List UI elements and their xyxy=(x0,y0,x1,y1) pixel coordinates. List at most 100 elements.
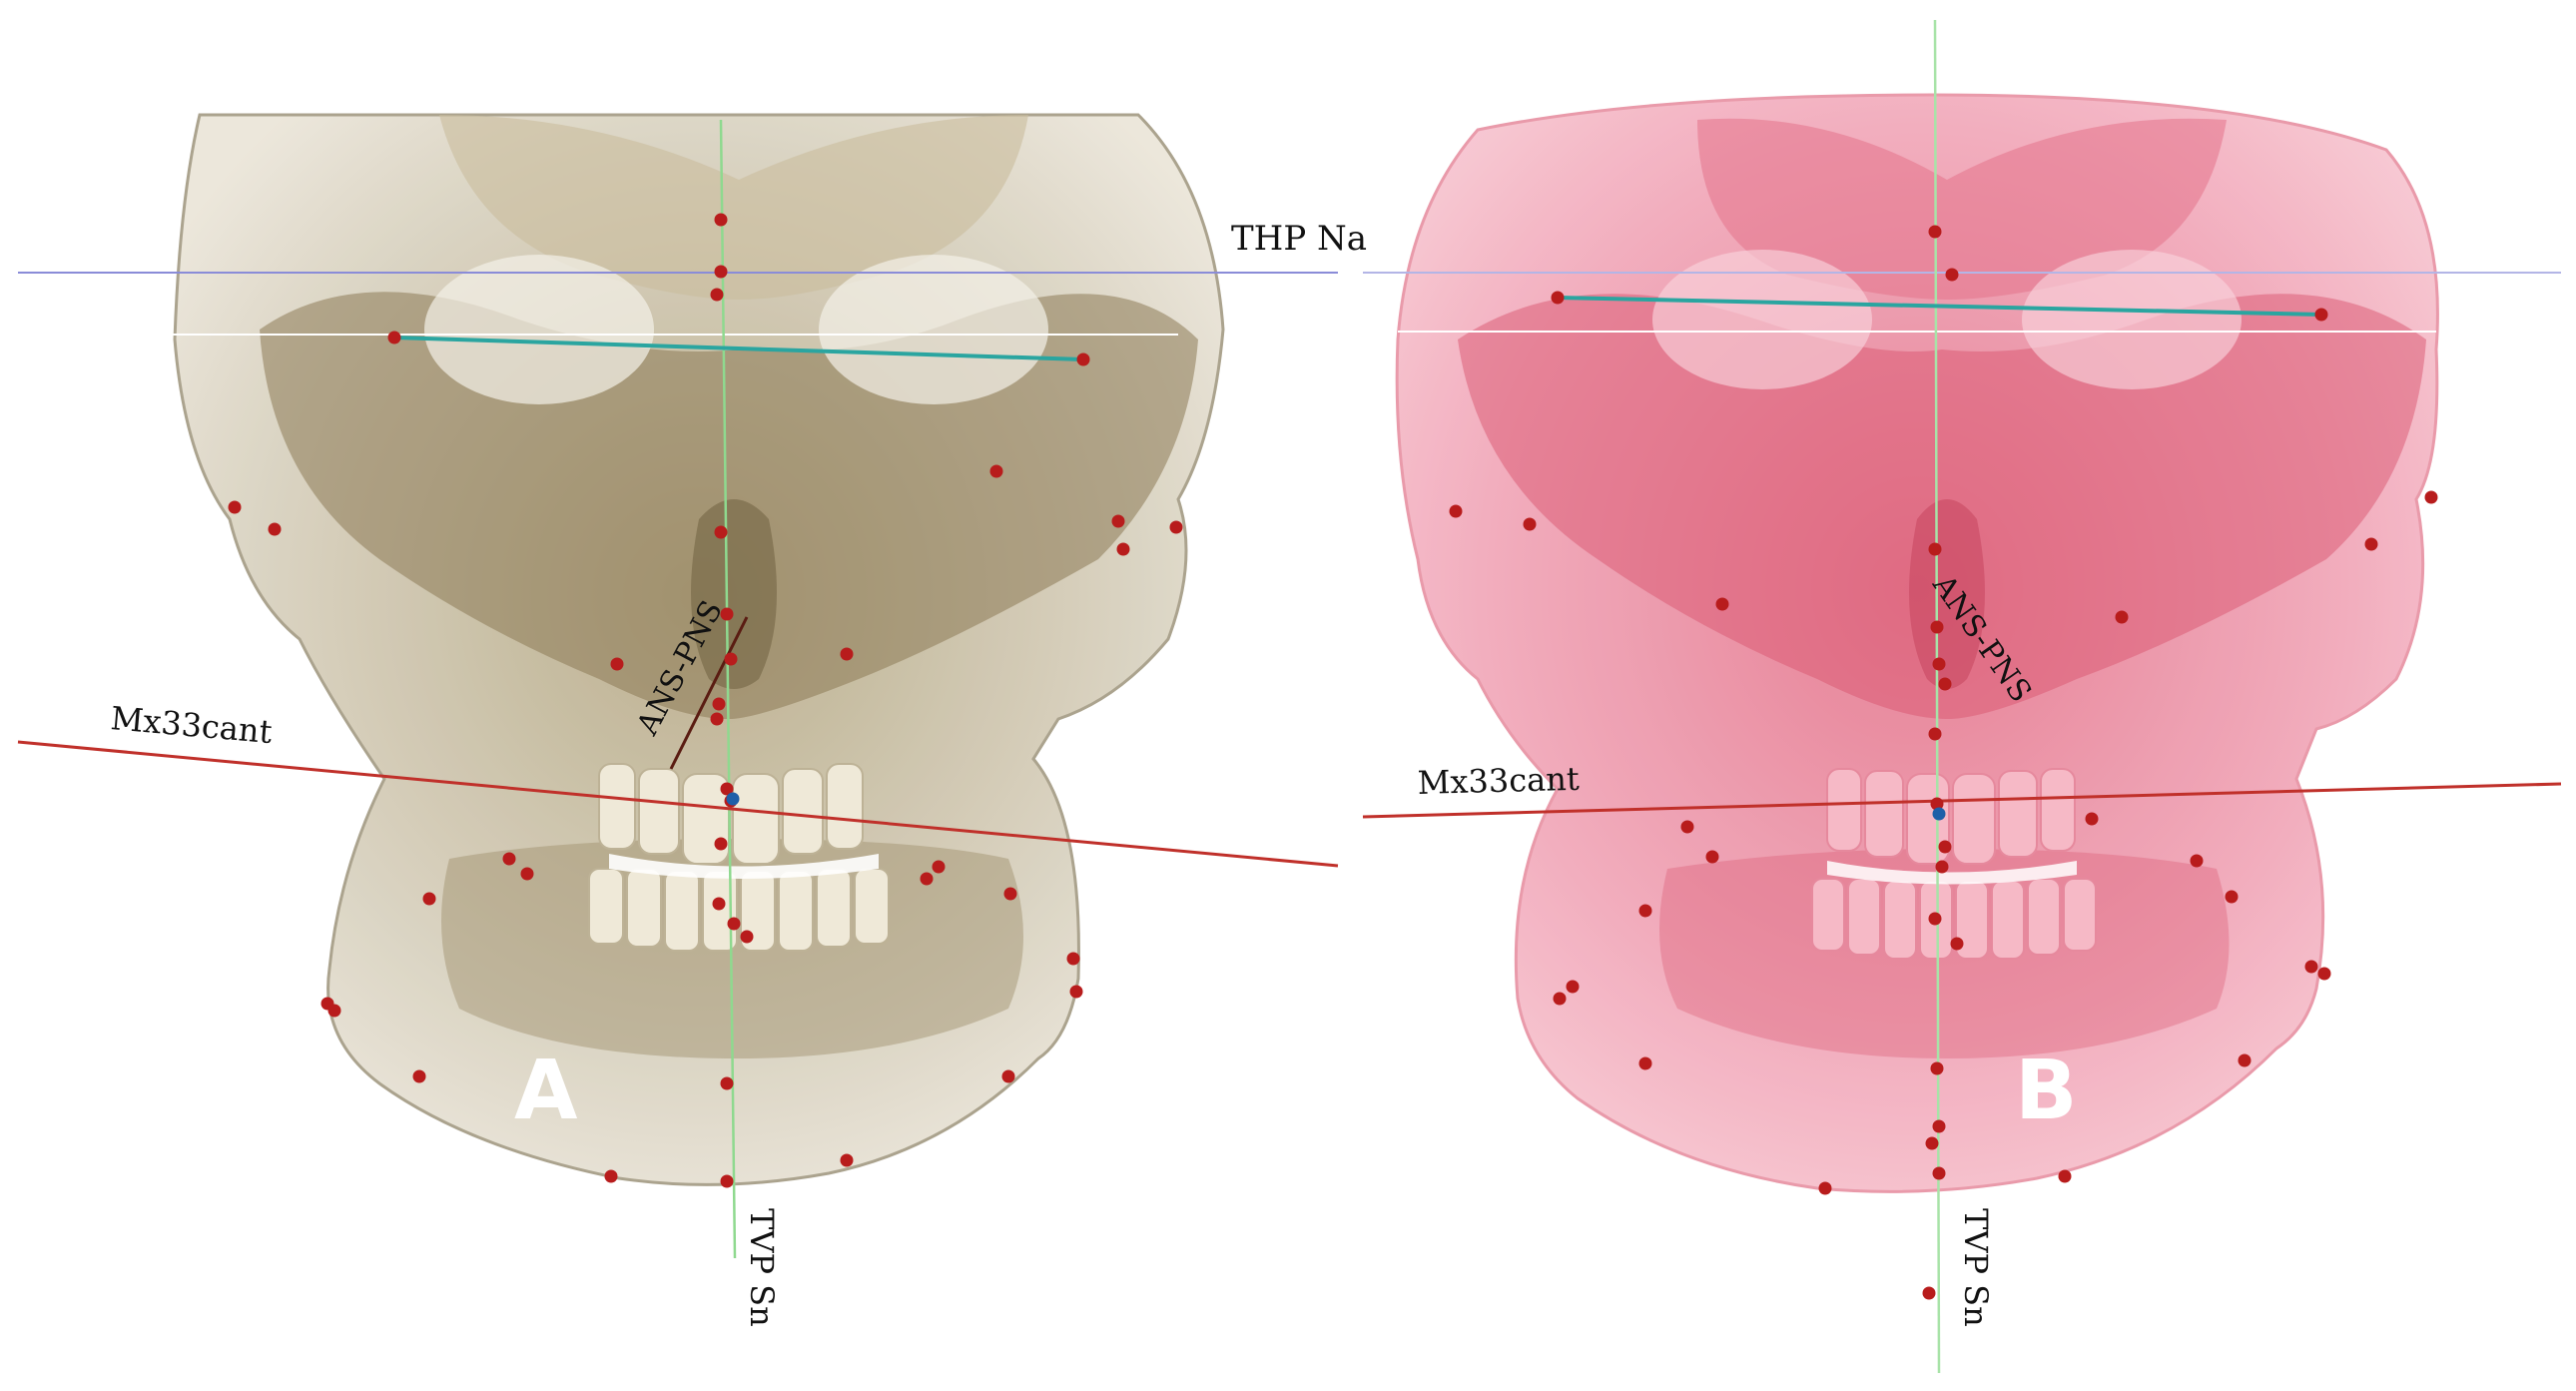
landmark-point xyxy=(1932,1166,1946,1180)
landmark-point xyxy=(2317,967,2331,981)
landmark-point xyxy=(2238,1053,2252,1067)
landmark-point xyxy=(1553,992,1567,1006)
skull-b-nasal xyxy=(1909,499,1985,689)
landmark-point xyxy=(2085,812,2099,826)
landmark-point xyxy=(2190,854,2204,868)
landmark-point xyxy=(1003,887,1017,901)
mx33cant-label-right: Mx33cant xyxy=(1417,760,1580,802)
landmark-point xyxy=(1928,912,1942,926)
landmark-point xyxy=(1066,952,1080,966)
landmark-point xyxy=(1076,352,1090,366)
tvp-sn-label-right: TVP Sn xyxy=(1957,1208,1995,1327)
landmark-point xyxy=(714,213,728,227)
landmark-point xyxy=(1950,937,1964,951)
landmark-point xyxy=(327,1004,341,1018)
landmark-point xyxy=(610,657,624,671)
landmark-point xyxy=(1928,542,1942,556)
landmark-point xyxy=(1116,542,1130,556)
landmark-point xyxy=(1551,291,1565,305)
landmark-point xyxy=(712,897,726,911)
skull-panel-b xyxy=(1395,93,2439,1193)
landmark-point xyxy=(710,712,724,726)
orbital-line-left xyxy=(393,336,1084,361)
landmark-point xyxy=(502,852,516,866)
landmark-point xyxy=(1925,1136,1939,1150)
landmark-point xyxy=(1938,677,1952,691)
skull-a-nasal xyxy=(691,499,777,689)
landmark-point xyxy=(604,1169,618,1183)
landmark-point xyxy=(387,331,401,345)
panel-label-a: A xyxy=(514,1043,578,1138)
skull-a-oral-gap xyxy=(609,854,879,879)
panel-label-b: B xyxy=(2015,1043,2078,1138)
landmark-point xyxy=(1935,860,1949,874)
landmark-point xyxy=(710,288,724,302)
landmark-point xyxy=(840,647,854,661)
mx33cant-line-right xyxy=(1362,782,2562,819)
landmark-point xyxy=(1638,904,1652,918)
landmark-point xyxy=(2424,490,2438,504)
landmark-point xyxy=(2314,308,2328,322)
landmark-point xyxy=(1523,517,1537,531)
landmark-point xyxy=(1449,504,1463,518)
landmark-point xyxy=(1638,1056,1652,1070)
landmark-point xyxy=(228,500,242,514)
landmark-point xyxy=(1945,268,1959,282)
landmark-point xyxy=(1938,840,1952,854)
landmark-point xyxy=(1928,727,1942,741)
landmark-point xyxy=(1001,1069,1015,1083)
skull-panel-a xyxy=(173,113,1225,1186)
tvp-line-right xyxy=(1933,19,1941,1374)
tvp-line-left xyxy=(719,119,737,1259)
landmark-point xyxy=(2364,537,2378,551)
orbital-line-right xyxy=(1557,296,2322,317)
landmark-point xyxy=(932,860,946,874)
landmark-point xyxy=(1566,980,1580,994)
landmark-point xyxy=(422,892,436,906)
landmark-point xyxy=(720,1076,734,1090)
skull-b-orbit-right xyxy=(2022,250,2242,389)
landmark-point xyxy=(1930,620,1944,634)
landmark-point xyxy=(740,930,754,944)
landmark-point xyxy=(1932,657,1946,671)
landmarks-panel-a xyxy=(228,213,1183,1188)
ans-pns-line-left xyxy=(669,616,749,770)
skull-b-lower-teeth xyxy=(1811,878,2097,960)
landmark-point xyxy=(720,607,734,621)
landmark-point xyxy=(1930,797,1944,811)
landmark-point xyxy=(1705,850,1719,864)
landmark-point xyxy=(520,867,534,881)
landmark-point xyxy=(1680,820,1694,834)
landmark-point xyxy=(2058,1169,2072,1183)
landmark-point xyxy=(1932,1119,1946,1133)
landmark-point xyxy=(714,265,728,279)
landmark-point-blue xyxy=(1932,807,1946,821)
skull-a-lower-teeth xyxy=(588,868,890,952)
tvp-sn-label-left: TVP Sn xyxy=(743,1208,781,1327)
skull-b-orbit-left xyxy=(1652,250,1872,389)
landmark-point xyxy=(1715,597,1729,611)
landmark-point xyxy=(1069,985,1083,999)
landmarks-panel-b xyxy=(1449,225,2438,1300)
landmark-point xyxy=(1928,225,1942,239)
landmark-point xyxy=(724,652,738,666)
landmark-point xyxy=(2225,890,2239,904)
landmark-point xyxy=(720,782,734,796)
landmark-point xyxy=(1818,1181,1832,1195)
skull-b-oral-gap xyxy=(1827,861,2077,885)
landmark-point xyxy=(714,525,728,539)
landmark-point xyxy=(2115,610,2129,624)
landmark-point xyxy=(2304,960,2318,974)
landmark-point xyxy=(714,837,728,851)
skull-a-orbit-left xyxy=(424,255,654,404)
landmark-point xyxy=(412,1069,426,1083)
landmark-point xyxy=(712,697,726,711)
landmark-point xyxy=(268,522,282,536)
skull-a-frontal xyxy=(439,115,1028,300)
thp-na-label: THP Na xyxy=(1231,219,1367,259)
landmark-point xyxy=(720,1174,734,1188)
landmark-point xyxy=(727,917,741,931)
landmark-point xyxy=(989,464,1003,478)
landmark-point xyxy=(1169,520,1183,534)
